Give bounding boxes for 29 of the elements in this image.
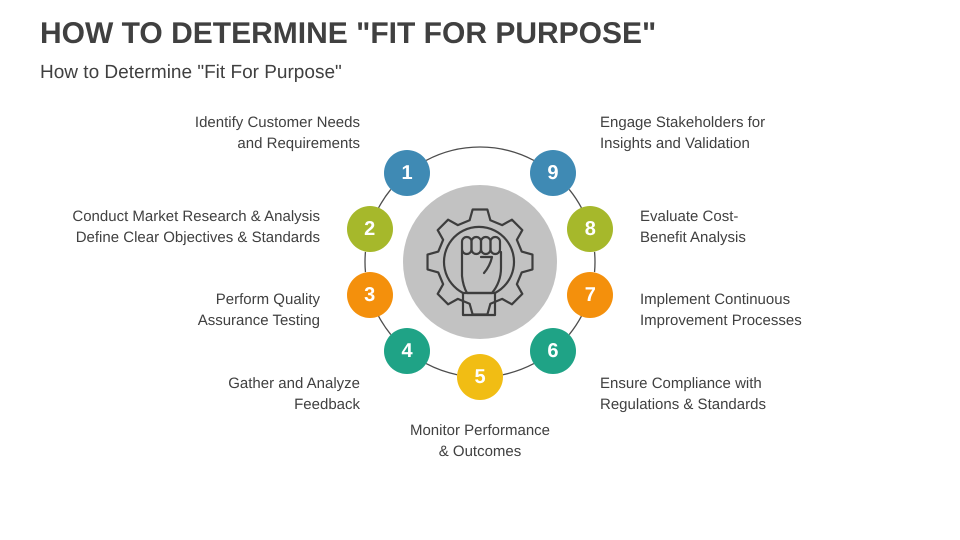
ring-arc [594,252,596,272]
step-label: Perform Quality Assurance Testing [196,290,320,331]
step-label: Conduct Market Research & Analysis Define Clear Objectives & Standards [71,207,320,248]
number-circle: 2 [346,206,393,252]
number-circle: 3 [346,272,393,318]
ring-arc [378,316,392,335]
ring-arc [502,363,534,376]
number-circle: 8 [567,206,614,252]
subtitle: How to Determine "Fit For Purpose" [40,61,342,85]
ring-arc [568,189,582,208]
number-circle: 4 [384,328,430,374]
ring-arc [426,146,534,161]
number-circle: 1 [384,150,430,196]
number-circle: 6 [530,328,576,374]
number-circle: 5 [457,354,503,400]
ring-arc [568,316,582,335]
step-label: Ensure Compliance with Regulations & Standards [600,374,767,415]
step-label: Gather and Analyze Feedback [227,374,360,415]
ring-arc [378,189,392,208]
step-label: Evaluate Cost-Benefit Analysis [640,207,747,248]
number-circle: 9 [530,150,576,196]
step-label: Engage Stakeholders for Insights and Validation [600,113,766,154]
step-label: Identify Customer Needs and Requirements [194,113,360,154]
number-circle: 7 [567,272,614,318]
step-label: Monitor Performance & Outcomes [408,421,552,462]
step-label: Implement Continuous Improvement Processes [640,290,803,331]
ring-arc [426,363,458,376]
page-title: HOW TO DETERMINE "FIT FOR PURPOSE" [40,16,656,52]
ring-arc [364,252,366,272]
